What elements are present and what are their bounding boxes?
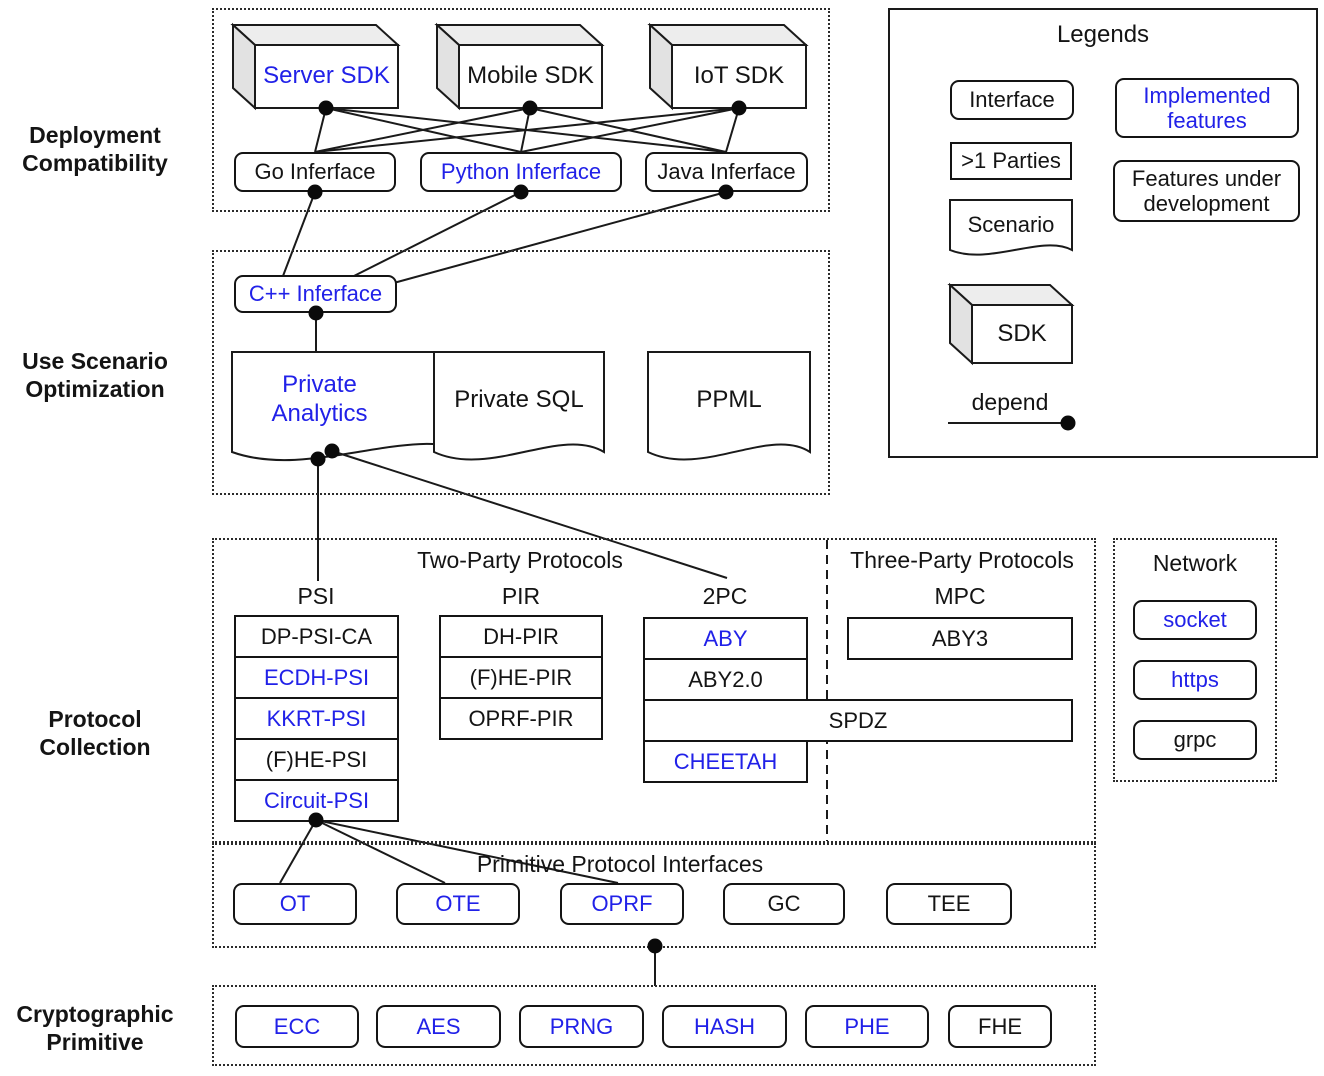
crypto-fhe-box: FHE	[948, 1005, 1052, 1048]
crypto-primitive-frame	[212, 985, 1096, 1066]
mpc-row-aby3: ABY3	[847, 617, 1073, 660]
legend-depend-label: depend	[971, 389, 1049, 416]
network-https-box: https	[1133, 660, 1257, 700]
network-grpc-box: grpc	[1133, 720, 1257, 760]
2pc-row-aby20: ABY2.0	[643, 658, 808, 701]
python-interface-box: Python Inferface	[420, 152, 622, 192]
pir-row-oprf-pir: OPRF-PIR	[439, 697, 603, 740]
use-scenario-optimization-label: Use Scenario Optimization	[22, 348, 168, 402]
mpc-column-label: MPC	[934, 583, 986, 610]
mobile-sdk-label: Mobile SDK	[467, 62, 594, 90]
two-party-protocols-title: Two-Party Protocols	[417, 547, 623, 574]
network-frame	[1113, 538, 1277, 782]
deployment-compatibility-label: Deployment Compatibility	[22, 122, 168, 176]
psi-row-fhe-psi: (F)HE-PSI	[234, 738, 399, 781]
network-title: Network	[1152, 550, 1238, 577]
crypto-prng-box: PRNG	[519, 1005, 644, 1048]
2pc-row-aby: ABY	[643, 617, 808, 660]
primitive-oprf-box: OPRF	[560, 883, 684, 925]
psi-row-dp-psi-ca: DP-PSI-CA	[234, 615, 399, 658]
ppml-label: PPML	[696, 385, 762, 413]
psi-row-ecdh-psi: ECDH-PSI	[234, 656, 399, 699]
psi-row-circuit-psi: Circuit-PSI	[234, 779, 399, 822]
crypto-hash-box: HASH	[662, 1005, 787, 1048]
primitive-protocol-interfaces-title: Primitive Protocol Interfaces	[476, 851, 764, 878]
2pc-column-label: 2PC	[702, 583, 748, 610]
pir-row-fhe-pir: (F)HE-PIR	[439, 656, 603, 699]
legend-implemented-features: Implemented features	[1115, 78, 1299, 138]
pir-column-label: PIR	[501, 583, 541, 610]
primitive-ote-box: OTE	[396, 883, 520, 925]
iot-sdk-label: IoT SDK	[693, 62, 785, 90]
cryptographic-primitive-label: Cryptographic Primitive	[16, 1001, 174, 1055]
legend-parties-sample: >1 Parties	[950, 142, 1072, 180]
legend-interface-sample: Interface	[950, 80, 1074, 120]
primitive-ot-box: OT	[233, 883, 357, 925]
primitive-gc-box: GC	[723, 883, 845, 925]
crypto-aes-box: AES	[376, 1005, 501, 1048]
legend-frame	[888, 8, 1318, 458]
go-interface-box: Go Inferface	[234, 152, 396, 192]
server-sdk-label: Server SDK	[263, 62, 390, 90]
legend-features-under-development: Features under development	[1113, 160, 1300, 222]
private-sql-label: Private SQL	[454, 385, 584, 413]
crypto-phe-box: PHE	[805, 1005, 929, 1048]
legend-sdk-sample: SDK	[997, 319, 1047, 347]
crypto-ecc-box: ECC	[235, 1005, 359, 1048]
2pc-row-cheetah: CHEETAH	[643, 740, 808, 783]
spdz-row: SPDZ	[643, 699, 1073, 742]
protocol-collection-label: Protocol Collection	[39, 706, 151, 760]
java-interface-box: Java Inferface	[645, 152, 808, 192]
primitive-tee-box: TEE	[886, 883, 1012, 925]
cpp-interface-box: C++ Inferface	[234, 275, 397, 313]
three-party-protocols-title: Three-Party Protocols	[850, 547, 1074, 574]
psi-column-label: PSI	[297, 583, 335, 610]
private-analytics-label: Private Analytics	[271, 371, 368, 427]
legend-scenario-sample: Scenario	[967, 211, 1055, 237]
pir-row-dh-pir: DH-PIR	[439, 615, 603, 658]
legend-title: Legends	[1056, 20, 1150, 48]
psi-row-kkrt-psi: KKRT-PSI	[234, 697, 399, 740]
network-socket-box: socket	[1133, 600, 1257, 640]
